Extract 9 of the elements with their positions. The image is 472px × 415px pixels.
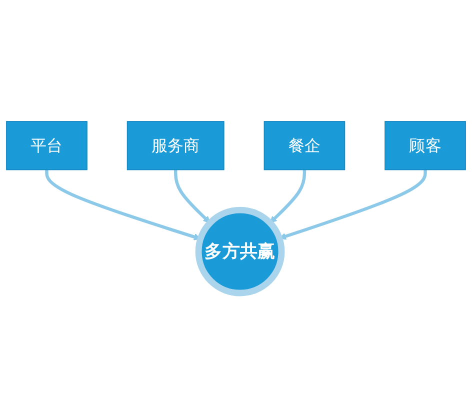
arrow <box>45 170 201 241</box>
node-box: 顾客 <box>384 121 466 170</box>
arrow <box>270 170 306 224</box>
arrow <box>174 170 210 224</box>
node-circle: 多方共赢 <box>195 207 285 296</box>
node-box: 服务商 <box>126 121 224 170</box>
node-box: 餐企 <box>264 121 346 170</box>
arrow <box>279 170 427 240</box>
node-box: 平台 <box>6 121 88 170</box>
